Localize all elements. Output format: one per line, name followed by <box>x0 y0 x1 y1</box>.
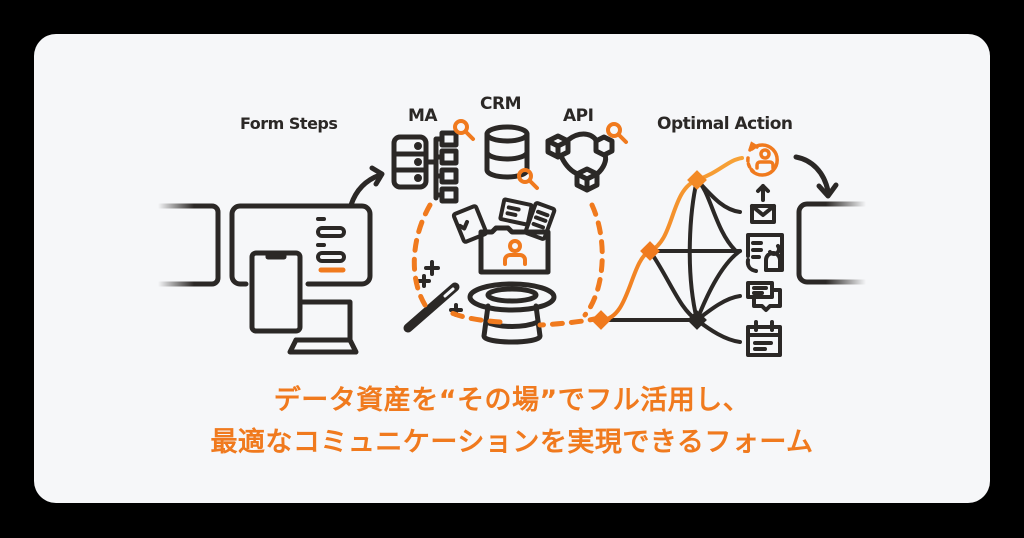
crm-label: CRM <box>480 94 521 114</box>
search-icon <box>453 119 628 190</box>
form-monitor-icon <box>229 203 373 287</box>
smartphone-icon <box>249 250 303 334</box>
ma-label: MA <box>408 106 438 126</box>
optimal-path-line <box>599 156 744 322</box>
decision-network-lines <box>604 178 742 344</box>
api-network-icon <box>545 131 615 193</box>
ma-server-tree-icon <box>391 130 459 204</box>
call-operator-icon <box>745 233 784 273</box>
laptop-icon <box>287 299 359 355</box>
illustration-card <box>34 34 990 503</box>
documents-icon <box>451 197 557 244</box>
magic-wand-icon <box>403 260 463 333</box>
headline-line-2: 最適なコミュニケーションを実現できるフォーム <box>210 427 814 458</box>
user-refresh-icon <box>746 141 779 177</box>
diamond-marker <box>687 310 707 330</box>
api-label: API <box>563 106 594 126</box>
dashed-cycle-circle <box>411 202 605 328</box>
folder-user-icon <box>478 225 551 275</box>
flow-arrow-down-icon <box>793 154 839 199</box>
diamond-marker <box>591 310 611 330</box>
magic-hat-icon <box>467 281 557 345</box>
headline-line-1: データ資産を“その場”でフル活用し、 <box>273 385 751 416</box>
flow-arrow-icon <box>348 165 385 208</box>
optimal-action-label: Optimal Action <box>657 114 793 134</box>
chat-icon <box>746 281 782 312</box>
previous-step-bracket <box>155 203 221 287</box>
form-steps-label: Form Steps <box>240 114 338 133</box>
mail-send-icon <box>750 184 776 224</box>
calendar-icon <box>746 320 782 357</box>
next-step-bracket <box>796 201 869 285</box>
